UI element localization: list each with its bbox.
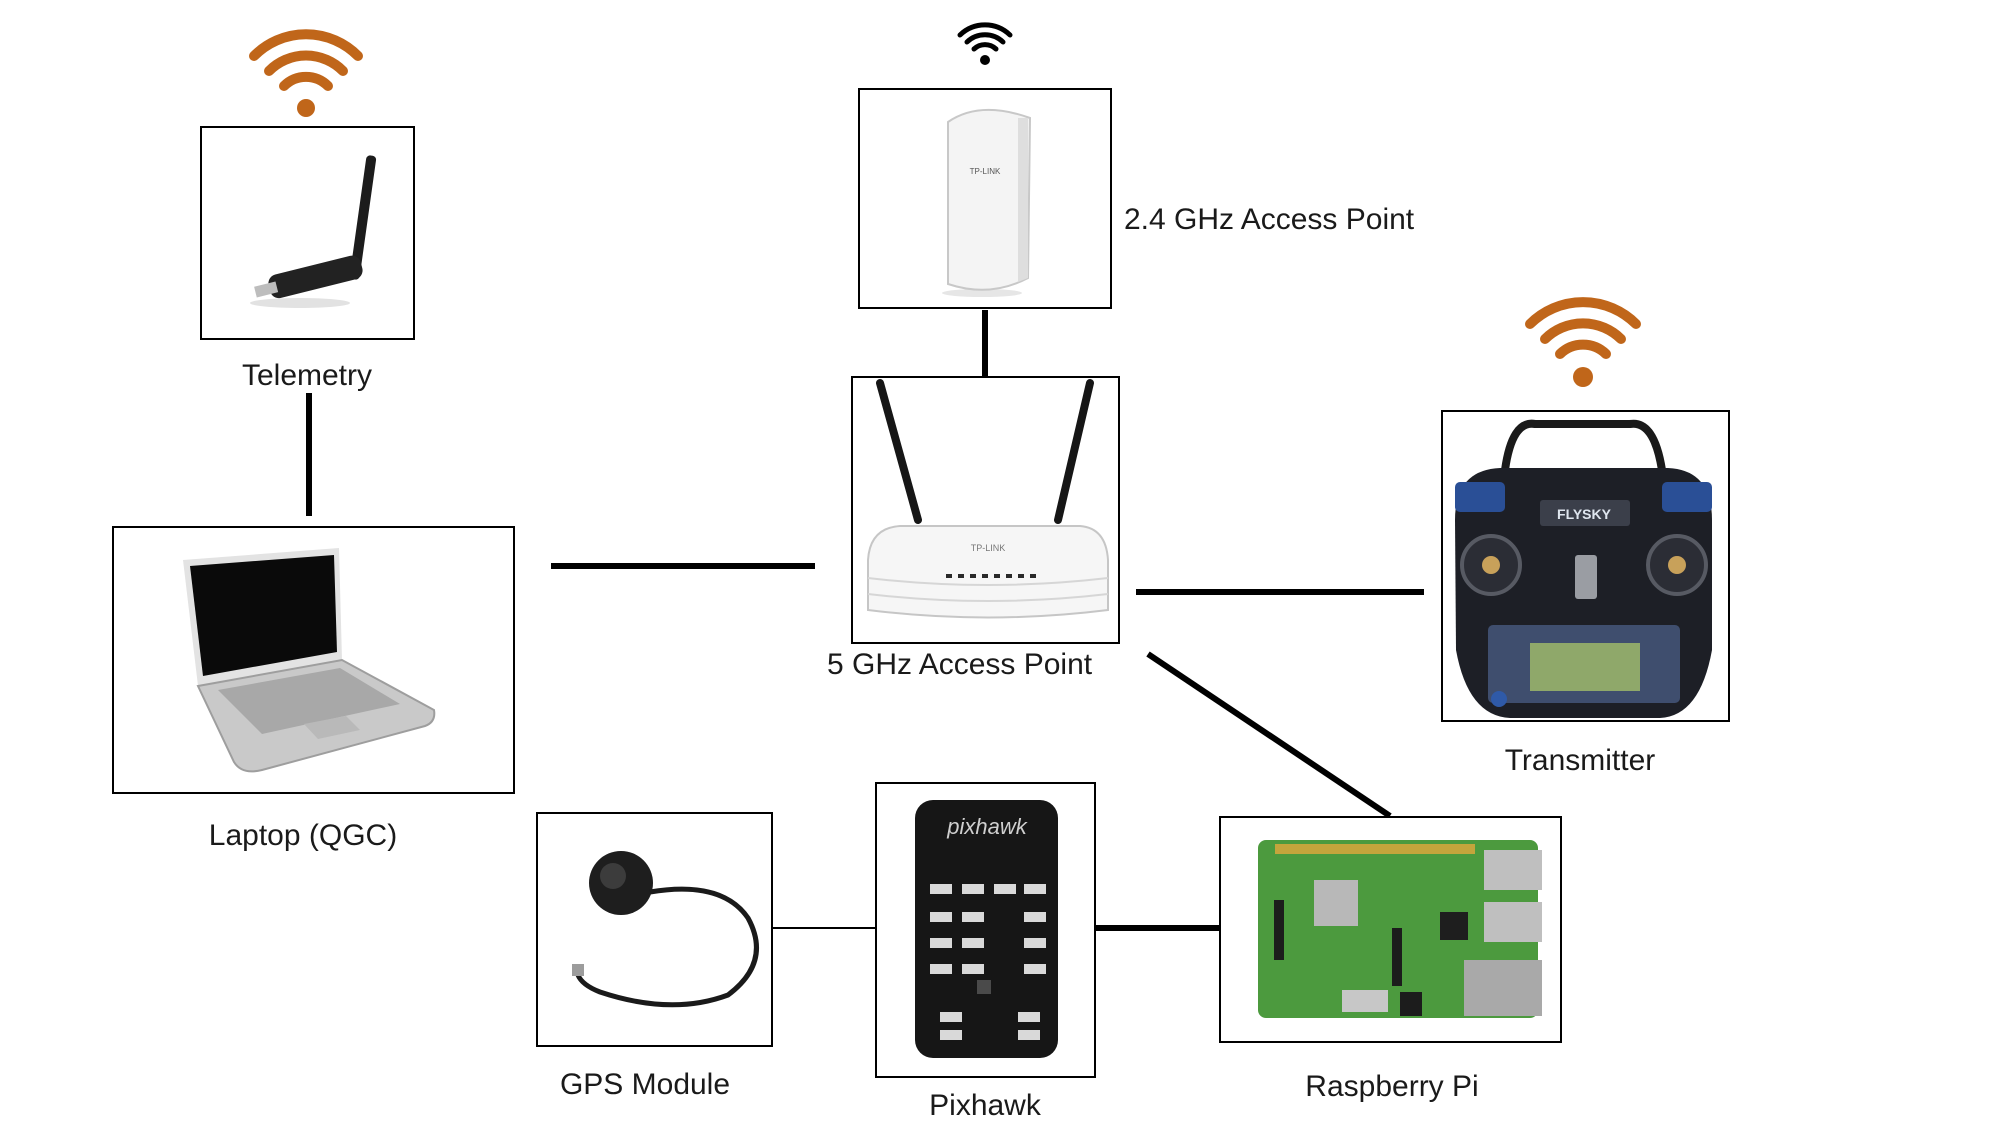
- connection-ap5-raspberry-pi: [1146, 651, 1392, 819]
- node-access-point-5: TP-LINK 5 GHz Access Point: [827, 376, 1120, 681]
- node-label: 5 GHz Access Point: [827, 648, 1093, 681]
- brand-text: pixhawk: [946, 814, 1027, 839]
- brand-text: TP-LINK: [971, 543, 1006, 553]
- telemetry-usb-radio-icon: [250, 155, 377, 308]
- wifi-icon: [1525, 297, 1641, 387]
- gps-puck-icon: [572, 851, 759, 1008]
- raspberry-pi-board-icon: [1258, 840, 1542, 1018]
- node-label: GPS Module: [560, 1068, 730, 1101]
- node-label: Telemetry: [242, 359, 372, 392]
- node-access-point-24: TP-LINK 2.4 GHz Access Point: [858, 88, 1415, 309]
- node-label: 2.4 GHz Access Point: [1124, 203, 1415, 236]
- wireless-router-icon: TP-LINK: [867, 379, 1109, 619]
- node-transmitter: FLYSKY Transmitter: [1441, 410, 1730, 777]
- connections: [306, 310, 1424, 931]
- node-telemetry: Telemetry: [200, 126, 415, 392]
- brand-text: TP-LINK: [970, 167, 1001, 176]
- laptop-icon: [183, 548, 436, 773]
- node-raspberry-pi: Raspberry Pi: [1219, 816, 1562, 1103]
- node-label: Transmitter: [1505, 744, 1656, 777]
- node-gps: GPS Module: [536, 812, 773, 1101]
- node-label: Pixhawk: [929, 1089, 1042, 1122]
- wifi-icon: [249, 29, 363, 117]
- node-pixhawk: pixhawk Pixhawk: [875, 782, 1096, 1122]
- brand-text: FLYSKY: [1557, 506, 1612, 522]
- rc-transmitter-icon: FLYSKY: [1455, 419, 1712, 718]
- flight-controller-icon: pixhawk: [915, 800, 1058, 1058]
- outdoor-access-point-icon: TP-LINK: [942, 109, 1032, 297]
- node-laptop: Laptop (QGC): [112, 526, 515, 852]
- node-frame: [536, 812, 773, 1047]
- wifi-icon: [957, 22, 1013, 65]
- node-label: Laptop (QGC): [209, 819, 397, 852]
- node-label: Raspberry Pi: [1305, 1070, 1478, 1103]
